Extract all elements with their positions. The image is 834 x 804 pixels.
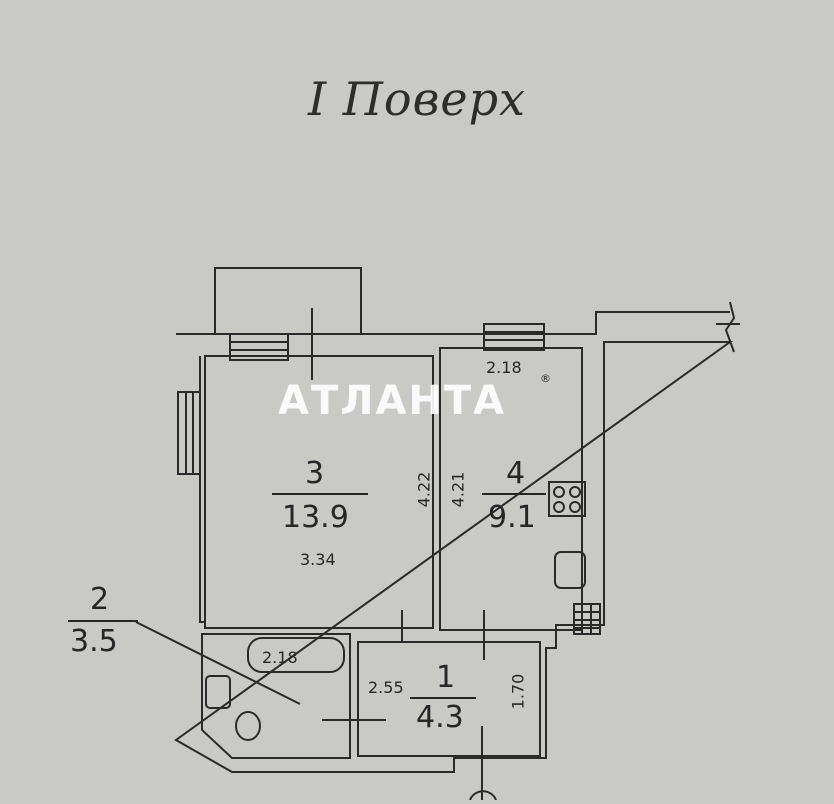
room-4-fraction-line [482, 493, 546, 495]
room-2-area: 3.5 [70, 624, 118, 659]
room-3-number: 3 [305, 456, 325, 491]
toilet-icon [235, 711, 261, 741]
outer-wall [174, 311, 734, 773]
room-4-number: 4 [506, 456, 526, 491]
room-3-area: 13.9 [282, 500, 349, 535]
room-4-depth: 4.21 [448, 471, 468, 508]
room-4-outline [439, 347, 583, 631]
watermark: АТЛАНТА [278, 378, 507, 424]
hall-outline [357, 641, 541, 757]
bathroom-width: 2.18 [262, 648, 298, 667]
washbasin-icon [205, 675, 231, 709]
bathroom-outline [201, 633, 351, 759]
wall-break-symbol [716, 301, 740, 353]
room-2-fraction-line [68, 620, 138, 622]
window-kitchen [483, 323, 545, 351]
hall-depth: 1.70 [508, 673, 528, 710]
window-side [177, 391, 201, 475]
room-2-number: 2 [90, 582, 110, 617]
room-3-outline [204, 355, 434, 629]
sink-icon [554, 551, 586, 589]
room-3-fraction-line [272, 493, 368, 495]
window-balcony [229, 333, 289, 361]
stove-icon [548, 481, 586, 517]
room-1-number: 1 [436, 660, 456, 695]
room-2-leader [135, 621, 301, 705]
page-title: I Поверх [308, 72, 526, 126]
room-3-width: 3.34 [300, 550, 336, 569]
room-1-area: 4.3 [416, 700, 464, 735]
watermark-registered-mark: ® [540, 372, 551, 385]
balcony [214, 267, 362, 335]
room-4-width: 2.18 [486, 358, 522, 377]
room-3-depth: 4.22 [414, 471, 434, 508]
bathtub-icon [247, 637, 345, 673]
room-4-area: 9.1 [488, 500, 536, 535]
hall-width: 2.55 [368, 678, 404, 697]
room-1-fraction-line [410, 697, 476, 699]
